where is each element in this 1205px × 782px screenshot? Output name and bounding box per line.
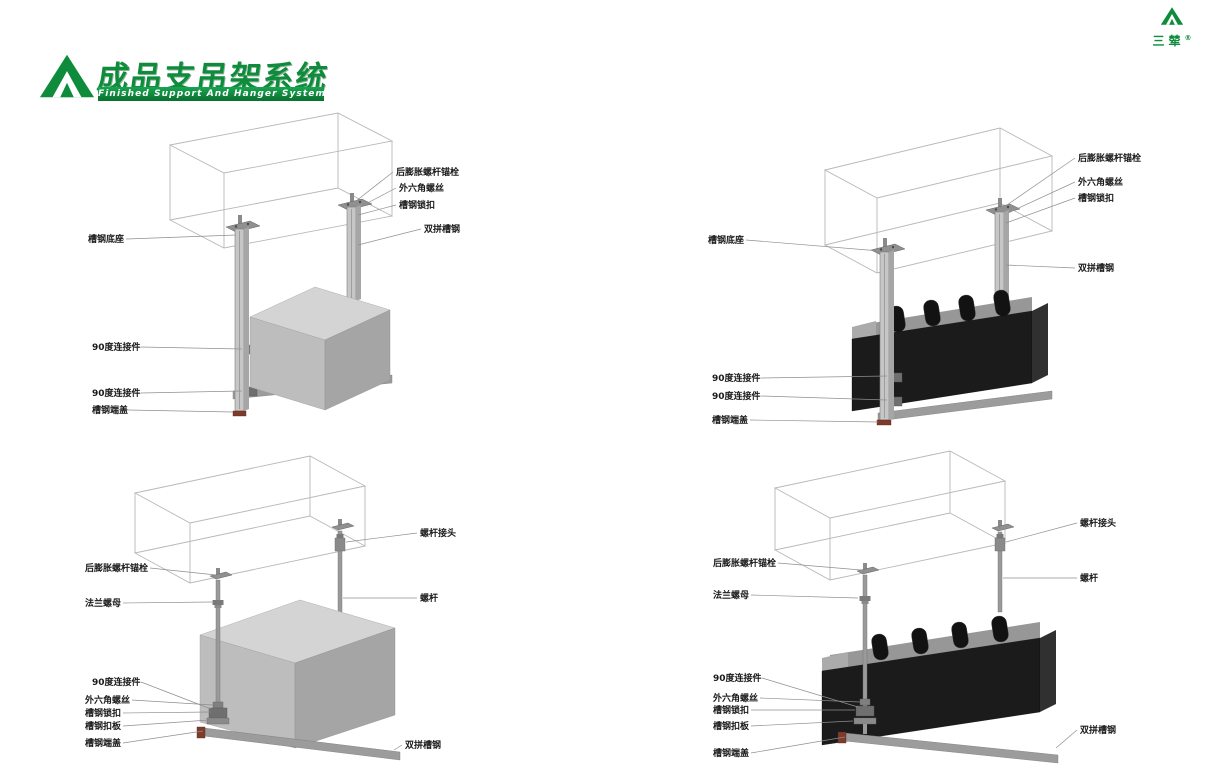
label-anchor-bolt: 后膨胀螺杆锚栓 [713,557,776,569]
label-channel-base: 槽钢底座 [88,233,124,245]
part-labels: 后膨胀螺杆锚栓 外六角螺丝 槽钢锁扣 双拼槽钢 槽钢底座 90度连接件 90度连… [708,152,1141,426]
label-hex-screw: 外六角螺丝 [398,182,444,194]
channel-end-cap [232,410,247,417]
channel-buckle-plate [206,717,230,725]
part-labels: 后膨胀螺杆锚栓 外六角螺丝 槽钢锁扣 双拼槽钢 槽钢底座 90度连接件 90度连… [88,166,460,416]
horizontal-channel [837,731,1059,764]
brand-name: 三辇® [1142,32,1202,49]
label-90deg-connector: 90度连接件 [712,372,761,384]
callout-lines [122,532,418,751]
duct-box [199,599,396,749]
label-hex-screw: 外六角螺丝 [1077,176,1123,188]
bottom-connector-cluster [206,701,230,725]
ceiling-wireframe [823,127,1054,274]
callout-lines [745,157,1076,423]
label-rod-coupler: 螺杆接头 [420,527,456,539]
connector-90deg [855,705,875,717]
cable-tray [851,289,1048,412]
label-channel-lock: 槽钢锁扣 [399,199,435,211]
horizontal-channel [196,726,401,761]
label-anchor-bolt: 后膨胀螺杆锚栓 [1078,152,1141,164]
label-channel-end-cap: 槽钢端盖 [85,737,121,749]
callout-lines [750,522,1078,754]
label-hex-screw: 外六角螺丝 [84,694,130,706]
duct-box [249,286,391,411]
cable-tray [821,615,1056,746]
flange-nut [859,596,871,601]
channel-end-cap [876,419,892,426]
right-channel-post [985,198,1021,303]
bottom-connector-cluster [853,698,877,734]
flange-nut [212,600,224,605]
label-hex-screw: 外六角螺丝 [712,692,758,704]
label-rod: 螺杆 [420,592,438,604]
label-channel-lock: 槽钢锁扣 [85,707,121,719]
callout-lines [125,171,422,413]
label-channel-base: 槽钢底座 [708,234,744,246]
left-channel-post [870,238,906,426]
horizontal-channel [877,390,1053,422]
label-channel-lock: 槽钢锁扣 [1078,192,1114,204]
brand-logo-icon [1160,7,1184,25]
ceiling-wireframe [168,112,394,249]
diagram-rod-hanger-duct: 螺杆接头 螺杆 双拼槽钢 后膨胀螺杆锚栓 法兰螺母 90度连接件 外六角螺丝 槽… [70,450,550,780]
right-channel-post [337,193,373,302]
label-rod: 螺杆 [1080,572,1098,584]
diagram-channel-hanger-tray: 后膨胀螺杆锚栓 外六角螺丝 槽钢锁扣 双拼槽钢 槽钢底座 90度连接件 90度连… [700,125,1200,455]
label-flange-nut: 法兰螺母 [713,589,749,601]
rod-coupler [994,537,1006,552]
channel-buckle-plate [853,717,877,725]
label-double-channel: 双拼槽钢 [405,739,441,751]
channel-end-cap [196,726,206,739]
diagram-channel-hanger-duct: 后膨胀螺杆锚栓 外六角螺丝 槽钢锁扣 双拼槽钢 槽钢底座 90度连接件 90度连… [70,105,550,440]
left-channel-post [225,215,261,417]
label-channel-buckle: 槽钢扣板 [713,720,750,732]
label-channel-lock: 槽钢锁扣 [713,704,749,716]
part-labels: 螺杆接头 螺杆 双拼槽钢 后膨胀螺杆锚栓 法兰螺母 90度连接件 外六角螺丝 槽… [84,527,456,751]
label-channel-buckle: 槽钢扣板 [85,720,122,732]
label-90deg-connector: 90度连接件 [92,676,141,688]
ceiling-wireframe [133,455,367,584]
label-anchor-bolt: 后膨胀螺杆锚栓 [85,562,148,574]
label-flange-nut: 法兰螺母 [85,597,121,609]
label-90deg-connector: 90度连接件 [713,672,762,684]
rod-coupler [334,537,346,552]
page-subtitle-banner: Finished Support And Hanger System [98,87,326,101]
part-labels: 螺杆接头 螺杆 双拼槽钢 后膨胀螺杆锚栓 法兰螺母 90度连接件 外六角螺丝 槽… [712,517,1116,759]
label-anchor-bolt: 后膨胀螺杆锚栓 [396,166,459,178]
label-90deg-connector: 90度连接件 [712,390,761,402]
ceiling-wireframe [773,450,1007,581]
label-double-channel: 双拼槽钢 [1078,262,1114,274]
label-90deg-connector: 90度连接件 [92,387,141,399]
label-channel-end-cap: 槽钢端盖 [712,414,748,426]
brand-reg-mark: ® [1184,34,1192,42]
brand-mark: 三辇® [1142,6,1202,49]
label-double-channel: 双拼槽钢 [1080,724,1116,736]
label-channel-end-cap: 槽钢端盖 [92,404,128,416]
right-threaded-rod [331,519,355,614]
label-90deg-connector: 90度连接件 [92,341,141,353]
label-double-channel: 双拼槽钢 [424,223,460,235]
connector-90deg [208,707,228,719]
right-threaded-rod [991,520,1015,613]
company-logo-icon [39,54,95,98]
diagram-rod-hanger-tray: 螺杆接头 螺杆 双拼槽钢 后膨胀螺杆锚栓 法兰螺母 90度连接件 外六角螺丝 槽… [700,450,1205,782]
label-rod-coupler: 螺杆接头 [1080,517,1116,529]
label-channel-end-cap: 槽钢端盖 [713,747,749,759]
brand-name-text: 三辇 [1152,34,1185,48]
